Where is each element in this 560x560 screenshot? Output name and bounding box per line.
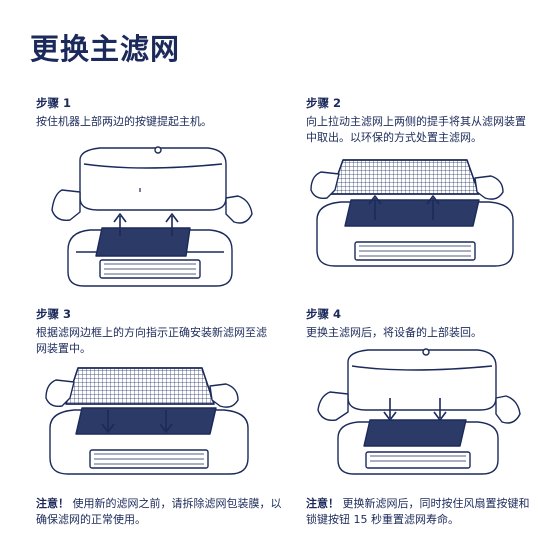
step-2-label: 步骤 2 bbox=[306, 96, 342, 110]
note-1: 注意！ 使用新的滤网之前，请拆除滤网包装膜，以确保滤网的正常使用。 bbox=[36, 496, 286, 528]
step-1: 步骤 1 按住机器上部两边的按键提起主机。 bbox=[36, 95, 276, 130]
step-3-text: 根据滤网边框上的方向指示正确安装新滤网至滤网装置中。 bbox=[36, 326, 267, 355]
step-4-text: 更换主滤网后，将设备的上部装回。 bbox=[306, 326, 482, 339]
note-2: 注意！ 更换新滤网后，同时按住风扇置按键和锁键按钮 15 秒重置滤网寿命。 bbox=[306, 496, 536, 528]
step-1-label: 步骤 1 bbox=[36, 96, 72, 110]
illustration-step-3 bbox=[45, 367, 249, 475]
illustration-step-4 bbox=[317, 348, 521, 475]
page-title: 更换主滤网 bbox=[30, 32, 181, 66]
illustration-step-2 bbox=[310, 159, 514, 267]
step-4: 步骤 4 更换主滤网后，将设备的上部装回。 bbox=[306, 306, 531, 341]
step-1-text: 按住机器上部两边的按键提起主机。 bbox=[36, 115, 212, 128]
note-1-prefix: 注意！ bbox=[36, 497, 69, 510]
note-2-prefix: 注意！ bbox=[306, 497, 339, 510]
step-3-label: 步骤 3 bbox=[36, 307, 72, 321]
step-2: 步骤 2 向上拉动主滤网上两侧的提手将其从滤网装置中取出。以环保的方式处置主滤网… bbox=[306, 95, 531, 146]
step-4-label: 步骤 4 bbox=[306, 307, 342, 321]
illustration-step-1 bbox=[51, 146, 253, 287]
step-2-text: 向上拉动主滤网上两侧的提手将其从滤网装置中取出。以环保的方式处置主滤网。 bbox=[306, 115, 526, 144]
note-2-text: 更换新滤网后，同时按住风扇置按键和锁键按钮 15 秒重置滤网寿命。 bbox=[306, 497, 530, 526]
step-3: 步骤 3 根据滤网边框上的方向指示正确安装新滤网至滤网装置中。 bbox=[36, 306, 276, 357]
note-1-text: 使用新的滤网之前，请拆除滤网包装膜，以确保滤网的正常使用。 bbox=[36, 497, 282, 526]
